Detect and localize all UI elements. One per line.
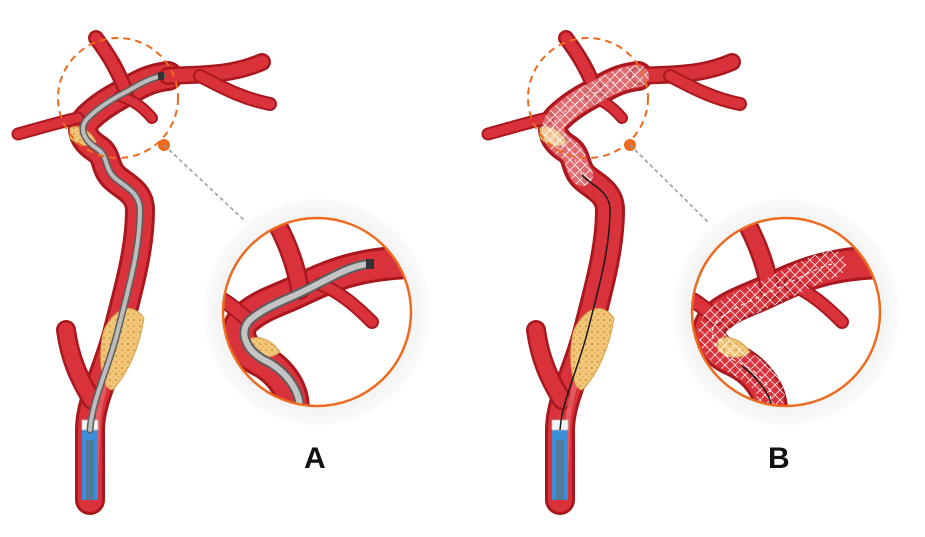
magnified-inset-b <box>673 199 899 425</box>
panel-label-b: B <box>768 442 790 475</box>
callout-circle-b <box>527 37 649 159</box>
magnified-inset-a <box>204 199 430 425</box>
guidewire-b <box>559 174 611 431</box>
panel-a <box>18 37 430 500</box>
leader-line-b <box>629 144 709 223</box>
catheter-tip-a <box>158 72 164 80</box>
callout-circle-a <box>57 37 179 159</box>
panel-label-a: A <box>304 442 326 475</box>
panel-b <box>488 37 899 500</box>
leader-line-a <box>163 144 247 223</box>
